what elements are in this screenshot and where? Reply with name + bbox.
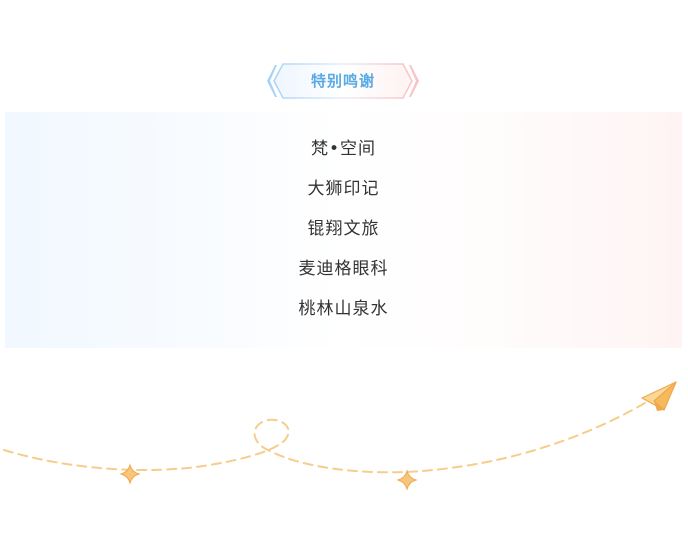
flight-path-decoration — [3, 381, 677, 491]
section-title: 特别鸣谢 — [310, 72, 375, 90]
sponsor-item: 麦迪格眼科 — [298, 259, 389, 279]
title-ribbon-frame — [267, 63, 419, 99]
sparkle-icon — [396, 469, 418, 491]
dashed-flight-trail — [3, 399, 651, 474]
sparkle-icon — [119, 463, 141, 485]
thanks-panel: 梵•空间 大狮印记 锟翔文旅 麦迪格眼科 桃林山泉水 — [5, 112, 682, 348]
sponsor-item: 桃林山泉水 — [298, 299, 389, 319]
title-ribbon: 特别鸣谢 — [265, 61, 421, 101]
sponsor-item: 大狮印记 — [307, 179, 380, 199]
sponsor-item: 锟翔文旅 — [307, 219, 380, 239]
paper-plane-icon — [641, 381, 677, 411]
sponsor-list: 梵•空间 大狮印记 锟翔文旅 麦迪格眼科 桃林山泉水 — [5, 130, 682, 330]
sponsor-item: 梵•空间 — [310, 139, 377, 159]
